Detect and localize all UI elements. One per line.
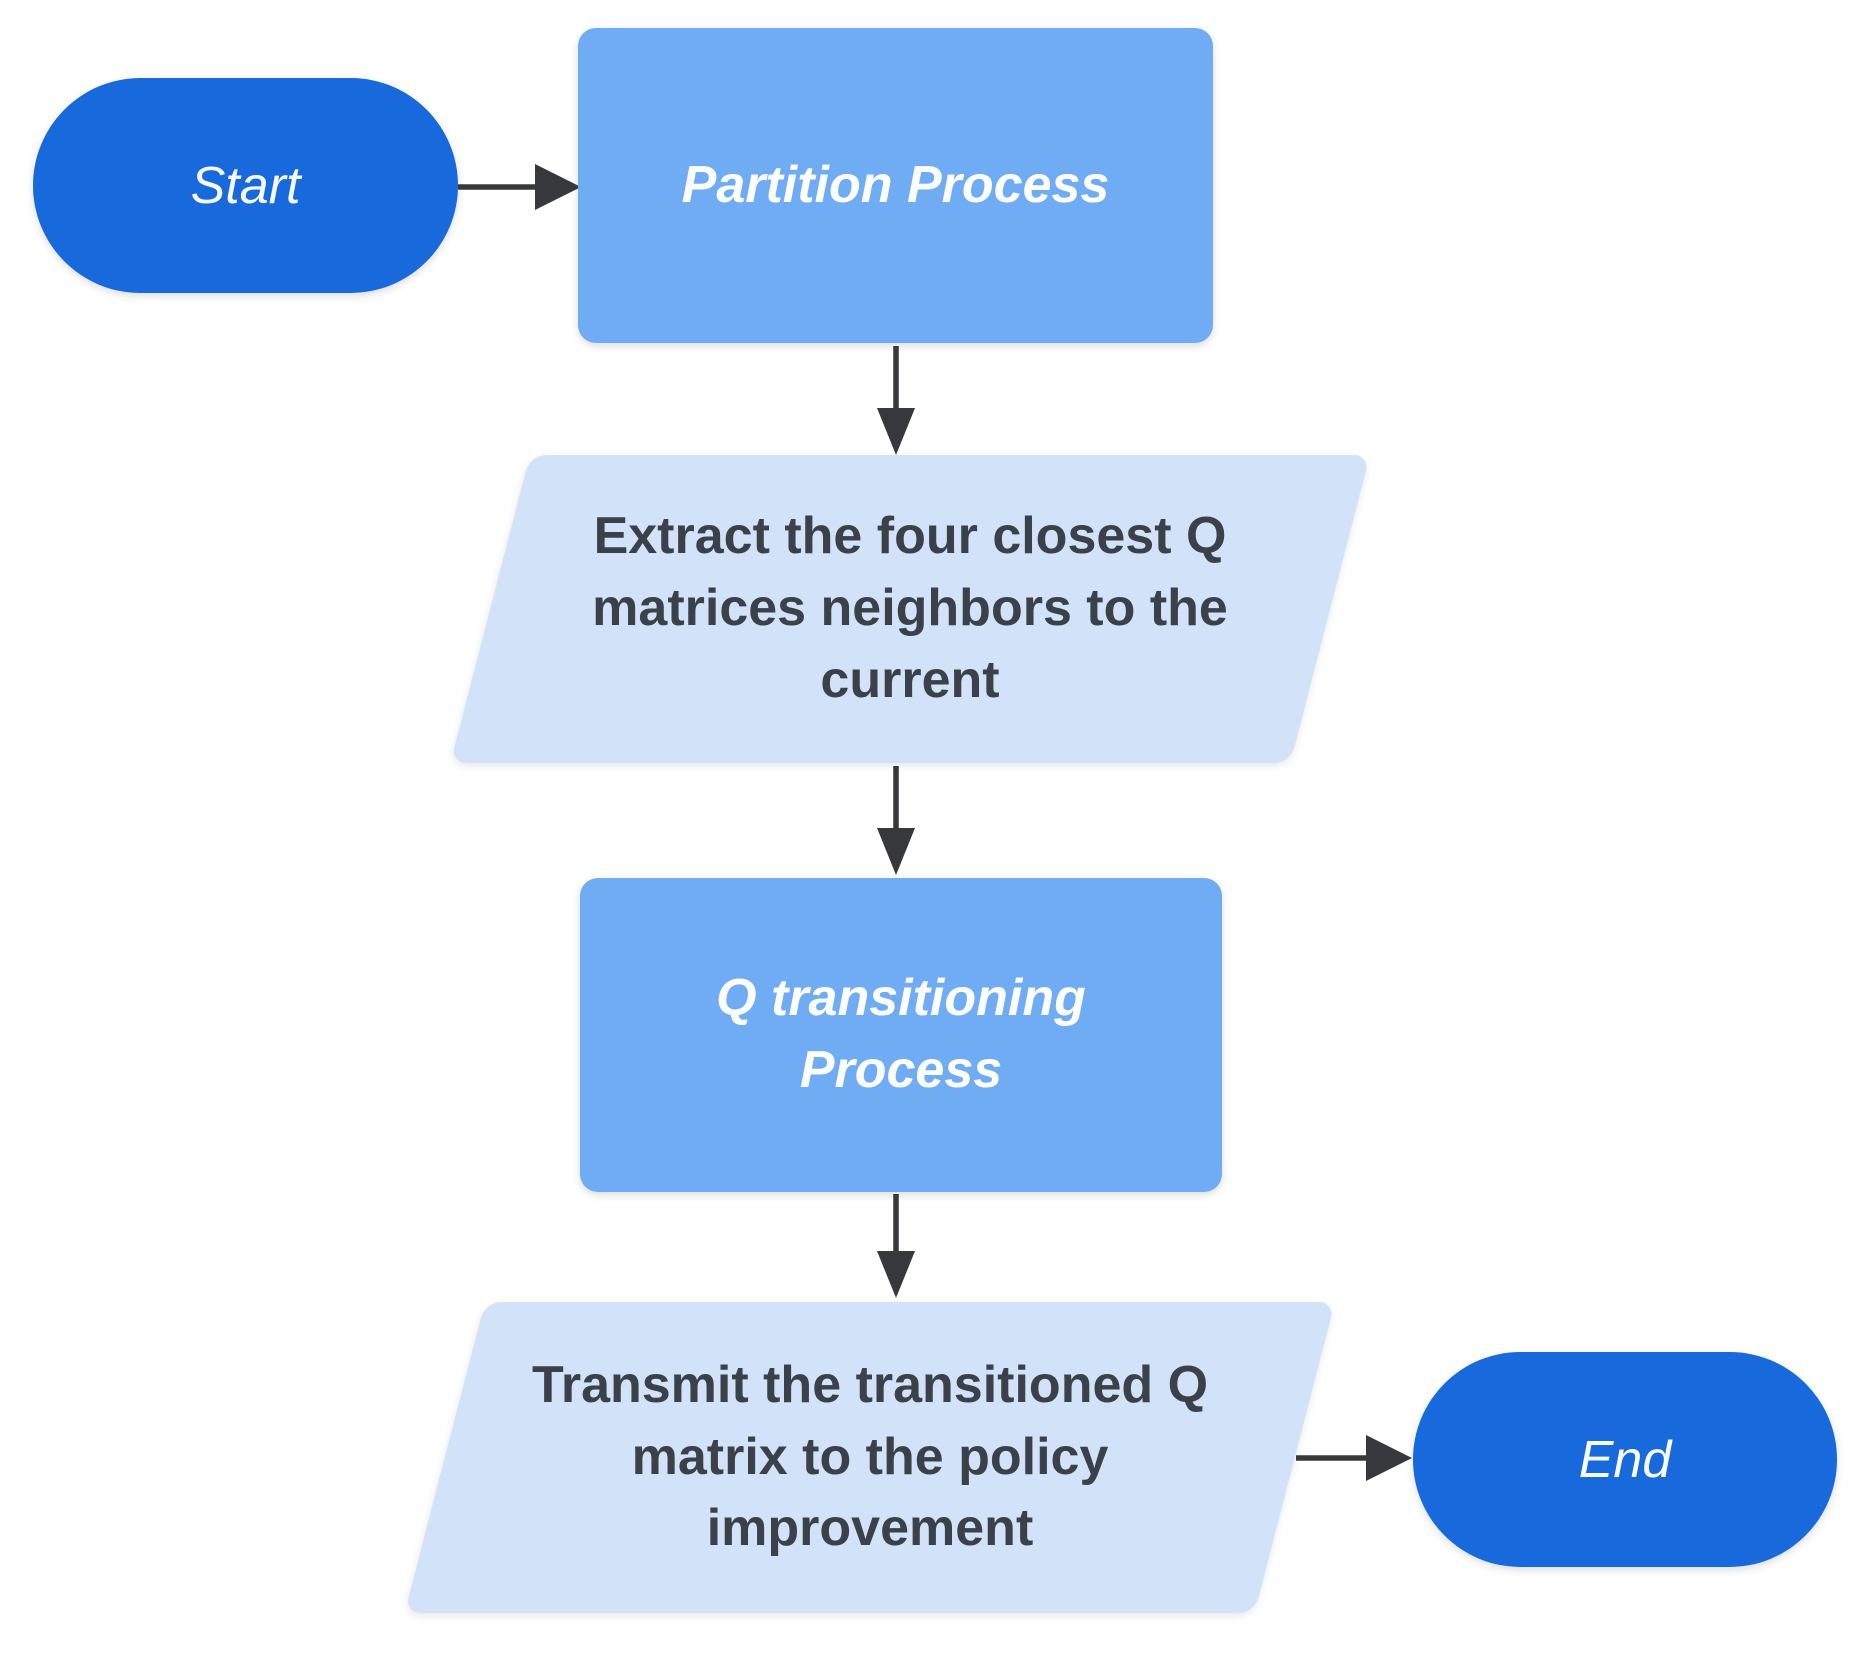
arrow-start-to-partition bbox=[458, 164, 581, 210]
node-q-transitioning-process[interactable]: Q transitioning Process bbox=[580, 878, 1222, 1192]
node-partition-process[interactable]: Partition Process bbox=[578, 28, 1213, 343]
node-transmit-parallelogram[interactable]: Transmit the transitioned Q matrix to th… bbox=[404, 1302, 1335, 1613]
node-end-terminator[interactable]: End bbox=[1413, 1352, 1837, 1567]
arrow-extract-to-qtransitioning bbox=[877, 766, 915, 875]
node-extract-label: Extract the four closest Q matrices neig… bbox=[592, 507, 1228, 709]
node-q-transitioning-label: Q transitioning Process bbox=[716, 969, 1086, 1099]
node-transmit-label: Transmit the transitioned Q matrix to th… bbox=[531, 1355, 1209, 1558]
node-start-label: Start bbox=[190, 156, 301, 215]
arrow-qtransitioning-to-transmit bbox=[877, 1194, 915, 1298]
node-end-label: End bbox=[1578, 1430, 1672, 1489]
arrow-partition-to-extract bbox=[877, 346, 915, 455]
node-partition-label: Partition Process bbox=[681, 155, 1110, 214]
node-start-terminator[interactable]: Start bbox=[33, 78, 458, 293]
node-extract-parallelogram[interactable]: Extract the four closest Q matrices neig… bbox=[450, 455, 1370, 763]
